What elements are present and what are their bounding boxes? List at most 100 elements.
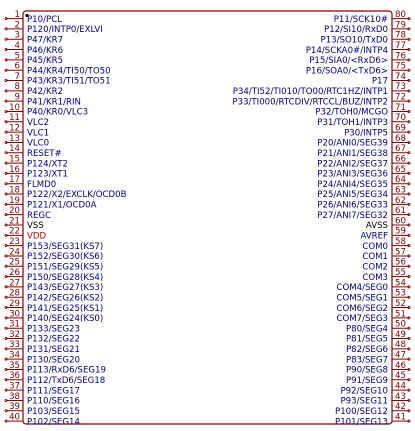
pin-end-marker	[4, 171, 8, 175]
pin-label: VLC2	[27, 118, 49, 128]
pin-number: 54	[395, 278, 406, 288]
pin-end-marker	[4, 58, 8, 62]
pin-label: COM7/SEG3	[336, 314, 388, 324]
pin-label: P30/INTP5	[344, 128, 388, 138]
pin-end-marker	[4, 367, 8, 371]
pin-number: 19	[9, 196, 20, 206]
pin-end-marker	[407, 58, 411, 62]
pin-number: 41	[395, 412, 406, 422]
pin-label: P100/SEG12	[335, 407, 388, 417]
pin-number: 72	[395, 93, 406, 103]
pin-number: 68	[395, 134, 406, 144]
pin-number: 56	[395, 258, 406, 268]
pin-label: P120/INTP0/EXLVI	[27, 25, 103, 35]
pin-number: 36	[9, 371, 20, 381]
pin-number: 66	[395, 154, 406, 164]
pin-label: P90/SEG8	[346, 366, 388, 376]
pin-label: P17	[372, 77, 388, 87]
pin-number: 21	[9, 216, 20, 226]
pin-label: P25/ANI5/SEG34	[317, 190, 388, 200]
pin1-marker	[25, 13, 29, 18]
pin-label: P91/SEG9	[346, 376, 388, 386]
pin-end-marker	[4, 89, 8, 93]
pin-end-marker	[407, 326, 411, 330]
pin-label: COM3	[362, 273, 388, 283]
pin-label: P13/SO10/TxD0	[321, 35, 388, 45]
pin-number: 31	[9, 320, 20, 330]
pin-number: 78	[395, 31, 406, 41]
pin-label: P41/KR1/RIN	[27, 97, 81, 107]
pin-number: 34	[9, 351, 20, 361]
pin-end-marker	[407, 79, 411, 83]
pin-end-marker	[407, 398, 411, 402]
pin-label: P103/SEG15	[27, 407, 80, 417]
pin-end-marker	[4, 326, 8, 330]
pin-end-marker	[4, 79, 8, 83]
pin-end-marker	[407, 192, 411, 196]
pin-number: 35	[9, 361, 20, 371]
pin-end-marker	[4, 337, 8, 341]
pin-number: 49	[395, 330, 406, 340]
pin-label: P121/X1/OCD0A	[27, 201, 97, 211]
pin-number: 74	[395, 72, 406, 82]
pin-label: P43/KR3/TI51/TO51	[27, 77, 111, 87]
pin-number: 8	[15, 82, 20, 92]
pin-number: 32	[9, 330, 20, 340]
pin-number: 62	[395, 196, 406, 206]
pin-number: 64	[395, 175, 406, 185]
pin-label: RESET#	[27, 149, 62, 159]
pin-end-marker	[407, 130, 411, 134]
pin-label: COM2	[362, 262, 388, 272]
pin-end-marker	[407, 99, 411, 103]
pin-label: P131/SEG21	[27, 345, 80, 355]
pin-number: 61	[395, 206, 406, 216]
pin-label: P47/KR7	[27, 35, 63, 45]
pin-number: 17	[9, 175, 20, 185]
pin-number: 15	[9, 154, 20, 164]
pin-end-marker	[4, 202, 8, 206]
pin-number: 26	[9, 268, 20, 278]
pin-end-marker	[407, 285, 411, 289]
pin-end-marker	[407, 367, 411, 371]
pin-end-marker	[4, 357, 8, 361]
pin-label: P111/SEG17	[27, 386, 80, 396]
pin-end-marker	[4, 151, 8, 155]
pin-end-marker	[4, 223, 8, 227]
pin-label: P14/SCKA0#/INTP4	[306, 46, 388, 56]
